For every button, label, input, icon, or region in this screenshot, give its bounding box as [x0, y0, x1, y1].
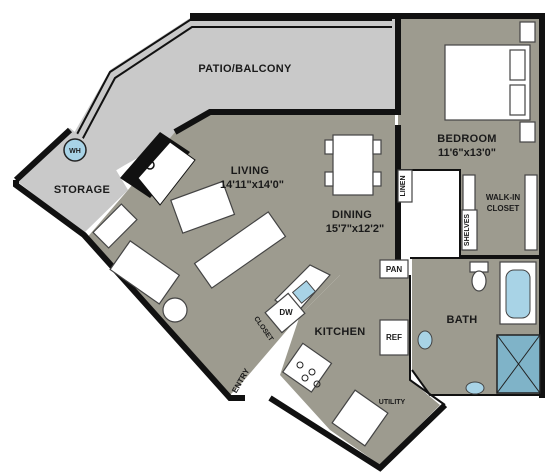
bedroom-label: BEDROOM [437, 133, 497, 145]
walls [13, 13, 545, 472]
dining-size: 15'7"x12'2" [326, 223, 385, 235]
refrigerator-label: REF [386, 333, 402, 342]
living-size: 14'11"x14'0" [220, 179, 284, 191]
bedroom-size: 11'6"x13'0" [438, 147, 496, 159]
vanity-sinks [417, 330, 485, 395]
utility-label: UTILITY [379, 399, 406, 406]
patio-label: PATIO/BALCONY [198, 63, 292, 75]
water-heater-label: WH [69, 148, 81, 155]
fireplace-icon [120, 132, 196, 206]
living-label: LIVING [231, 165, 269, 177]
pantry-label: PAN [386, 265, 403, 274]
bed-icon [444, 21, 536, 143]
bathtub-icon [499, 261, 537, 325]
walk-in-closet-label-line2: CLOSET [487, 204, 520, 213]
shower-icon [496, 334, 541, 394]
closet-shelves [461, 174, 538, 251]
shelves-label: SHELVES [464, 214, 471, 246]
dining-table-icon [324, 134, 382, 196]
toilet-icon [469, 261, 489, 292]
water-heater-icon [63, 138, 87, 162]
kitchen-appliances [264, 259, 409, 447]
kitchen-label: KITCHEN [315, 326, 366, 338]
walk-in-closet-label-line1: WALK-IN [486, 193, 520, 202]
storage-label: STORAGE [54, 184, 110, 196]
bath-label: BATH [447, 314, 478, 326]
dining-label: DINING [332, 209, 372, 221]
patio-railing [74, 19, 392, 141]
living-furniture [92, 180, 287, 323]
linen-label: LINEN [400, 176, 407, 197]
linen-closet [397, 169, 413, 203]
patio-area [70, 18, 395, 180]
dishwasher-label: DW [279, 308, 293, 317]
